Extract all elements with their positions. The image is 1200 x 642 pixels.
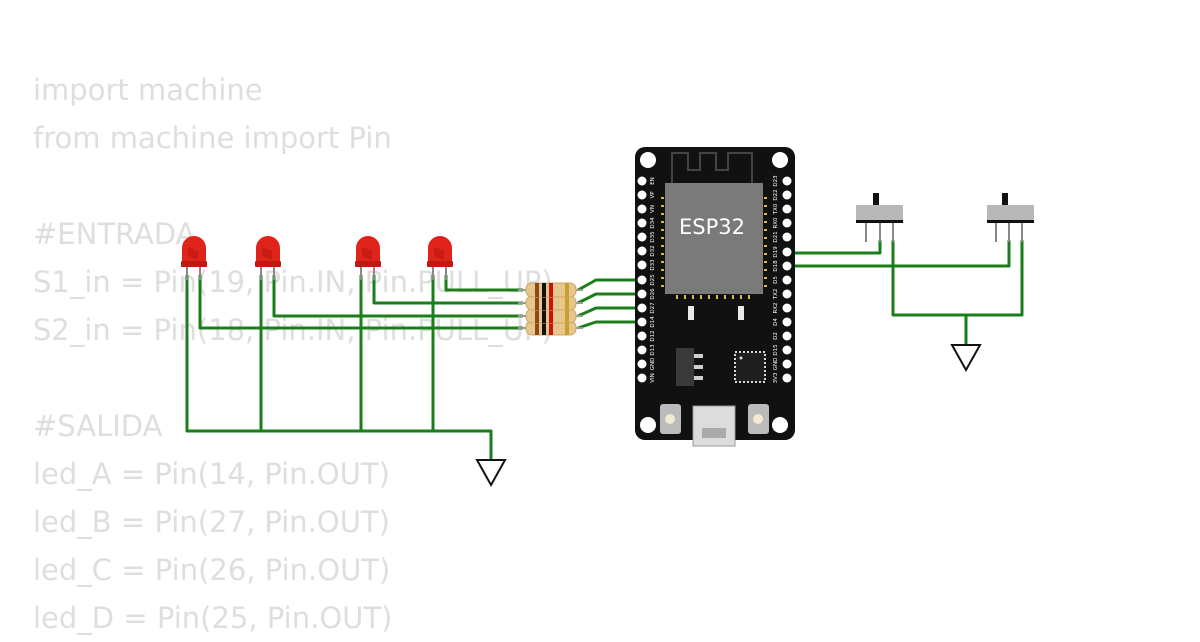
code-line-6: S2_in = Pin(18, Pin.IN, Pin.PULL_UP)	[33, 313, 553, 347]
code-line-1: import machine	[33, 73, 263, 107]
mounting-hole	[640, 152, 656, 168]
pin-label: D13	[650, 344, 656, 356]
esp32-board[interactable]: ESP32 EN VP VN D34 D35 D32 D33 D25	[635, 147, 795, 447]
wire-r3-pin	[577, 306, 642, 318]
wire-r4-pin	[577, 320, 642, 330]
resistor-r2[interactable]	[518, 295, 583, 311]
antenna-trace	[671, 152, 753, 183]
boot-button[interactable]	[748, 404, 769, 434]
pin-label: D18	[773, 260, 779, 272]
wire-sw-ground	[891, 240, 1024, 345]
pin-label: D15	[773, 344, 779, 356]
smd-component	[738, 306, 744, 320]
pin-label: D19	[773, 246, 779, 258]
left-header-pins	[637, 176, 647, 383]
code-line-2: from machine import Pin	[33, 121, 392, 155]
wire-r1-pin	[577, 278, 642, 292]
pin-label: D23	[773, 175, 779, 187]
voltage-regulator	[676, 348, 703, 386]
resistor-r1[interactable]	[518, 282, 583, 298]
pin-label: VIN	[650, 373, 656, 383]
slide-switch-2[interactable]	[987, 193, 1034, 242]
wire-sw1-pin	[787, 240, 882, 255]
pin-label: RX2	[773, 302, 779, 313]
resistor-r4[interactable]	[518, 320, 583, 336]
wire-led-a-anode	[198, 275, 523, 330]
pin-label: D2	[773, 332, 779, 340]
pin-label: VP	[650, 191, 656, 199]
usb-uart-chip	[734, 351, 766, 383]
pin-label: D33	[650, 259, 656, 271]
right-header-pins	[782, 176, 792, 383]
pin-label: D25	[650, 274, 656, 286]
wires	[185, 240, 1024, 460]
pin-label: D35	[650, 231, 656, 243]
led-a[interactable]	[181, 236, 207, 280]
pin-label: D21	[773, 231, 779, 242]
pin-label: D12	[650, 330, 656, 341]
pin-label: D22	[773, 189, 779, 200]
pin-label: VN	[650, 205, 656, 213]
esp32-module-chip	[665, 183, 763, 294]
pin-label: GND	[773, 358, 779, 371]
pin-label: D26	[650, 288, 656, 300]
mounting-hole	[772, 417, 788, 433]
led-b[interactable]	[255, 236, 281, 280]
smd-component	[688, 306, 694, 320]
mounting-hole	[772, 152, 788, 168]
pin-label: 3V3	[773, 372, 779, 383]
left-pin-labels: EN VP VN D34 D35 D32 D33 D25 D26 D27 D14…	[650, 177, 656, 383]
wire-sw2-pin	[787, 240, 1011, 268]
board-label: ESP32	[679, 215, 745, 239]
wire-led-a-ground	[185, 275, 493, 460]
pin-label: D5	[773, 276, 779, 284]
pin-label: D4	[773, 318, 779, 326]
en-button[interactable]	[660, 404, 681, 434]
pin-label: D34	[650, 217, 656, 229]
right-pin-labels: D23 D22 TX0 RX0 D21 D19 D18 D5 TX2 RX2 D…	[773, 175, 779, 384]
pin-label: RX0	[773, 217, 779, 229]
micro-usb-port[interactable]	[692, 405, 736, 447]
wire-led-c-anode	[372, 275, 523, 305]
wire-led-d-anode	[444, 275, 523, 292]
code-line-10: led_B = Pin(27, Pin.OUT)	[33, 505, 390, 539]
code-line-8: #SALIDA	[33, 409, 163, 443]
wire-r2-pin	[577, 292, 642, 305]
pin-label: D32	[650, 245, 656, 256]
ground-symbol-switches	[950, 344, 982, 373]
pin-label: D27	[650, 302, 656, 314]
pin-label: TX2	[773, 289, 779, 301]
module-pins	[661, 197, 767, 299]
mounting-hole	[640, 417, 656, 433]
led-c[interactable]	[355, 236, 381, 280]
code-line-12: led_D = Pin(25, Pin.OUT)	[33, 601, 393, 635]
pin-label: EN	[650, 177, 656, 185]
slide-switch-1[interactable]	[856, 193, 903, 242]
pin-label: TX0	[773, 203, 779, 215]
code-line-4: #ENTRADA	[33, 217, 196, 251]
code-line-9: led_A = Pin(14, Pin.OUT)	[33, 457, 390, 491]
resistor-r3[interactable]	[518, 308, 583, 324]
pin-label: GND	[650, 358, 656, 371]
code-line-5: S1_in = Pin(19, Pin.IN, Pin.PULL_UP)	[33, 265, 553, 299]
wire-led-b-anode	[272, 275, 523, 318]
pin-label: D14	[650, 316, 656, 328]
ground-symbol-leds	[475, 459, 507, 488]
led-d[interactable]	[427, 236, 453, 280]
code-line-11: led_C = Pin(26, Pin.OUT)	[33, 553, 391, 587]
